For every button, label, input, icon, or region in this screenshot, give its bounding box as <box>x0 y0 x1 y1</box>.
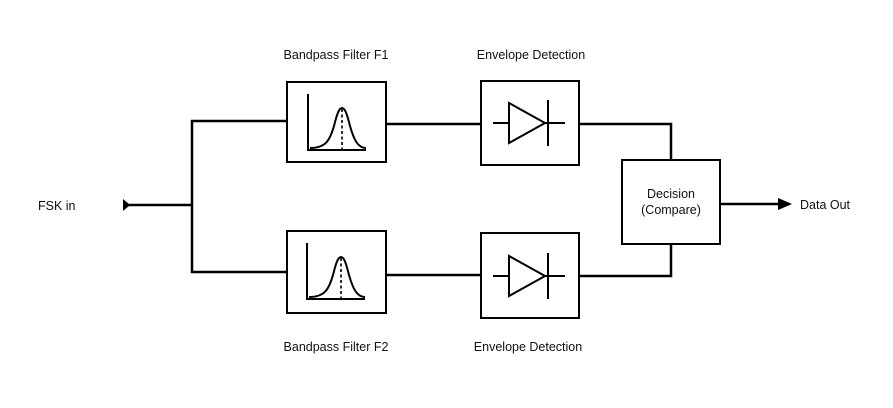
filter-f2-block <box>286 230 387 314</box>
output-label: Data Out <box>800 198 851 212</box>
envelope-2-label: Envelope Detection <box>474 340 582 354</box>
filter-f2-label: Bandpass Filter F2 <box>284 340 389 354</box>
decision-compare-block: Decision (Compare) <box>621 159 721 245</box>
decision-label: Decision <box>647 187 695 201</box>
decision-sublabel: (Compare) <box>641 203 701 217</box>
filter-f1-block <box>286 81 387 163</box>
wire-envelope2-to-decision <box>579 244 673 278</box>
envelope-detection-2-block <box>480 232 580 319</box>
input-label: FSK in <box>38 199 76 213</box>
arrow-right-icon <box>778 198 792 210</box>
wire-envelope1-to-decision <box>579 122 673 160</box>
envelope-1-label: Envelope Detection <box>477 48 585 62</box>
envelope-detection-1-block <box>480 80 580 166</box>
filter-f1-label: Bandpass Filter F1 <box>284 48 389 62</box>
